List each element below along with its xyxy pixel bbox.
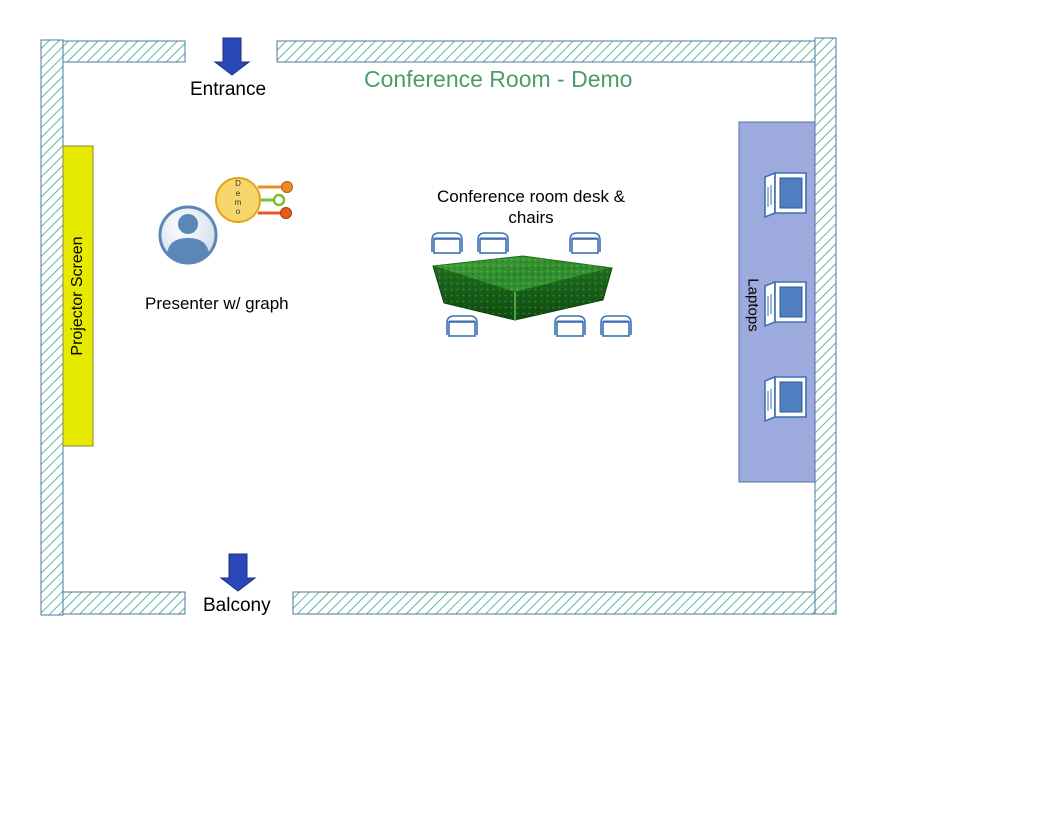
chair-icon — [600, 315, 632, 337]
graph-letter: D — [235, 179, 241, 188]
conference-desk — [432, 255, 613, 321]
graph-letter: m — [235, 198, 242, 207]
room-title: Conference Room - Demo — [364, 66, 633, 92]
wall-bottom-right — [292, 591, 816, 615]
laptop-icon — [764, 172, 807, 218]
chair-icon — [554, 315, 586, 337]
laptop-icon — [764, 281, 807, 327]
laptops-label: Laptops — [744, 278, 762, 332]
laptop-icon — [764, 376, 807, 422]
balcony-label: Balcony — [203, 595, 271, 616]
wall-bottom-left — [62, 591, 186, 615]
graph-icon: D e m o — [215, 177, 293, 223]
graph-letter: e — [236, 189, 241, 198]
entrance-label: Entrance — [190, 79, 267, 100]
presenter-label: Presenter w/ graph — [145, 294, 289, 313]
wall-top-right — [276, 40, 816, 63]
chair-icon — [431, 232, 463, 254]
wall-top-left — [62, 40, 186, 63]
down-arrow-icon — [220, 553, 256, 592]
wall-right — [814, 37, 837, 615]
chair-icon — [446, 315, 478, 337]
chair-icon — [569, 232, 601, 254]
wall-left — [40, 39, 64, 616]
chair-icon — [477, 232, 509, 254]
down-arrow-icon — [214, 37, 250, 76]
graph-letter: o — [236, 207, 241, 216]
projector-screen — [62, 145, 94, 447]
projector-screen-label: Projector Screen — [69, 236, 86, 356]
presenter-icon — [158, 205, 218, 265]
desk-label: Conference room desk & chairs — [436, 187, 626, 227]
